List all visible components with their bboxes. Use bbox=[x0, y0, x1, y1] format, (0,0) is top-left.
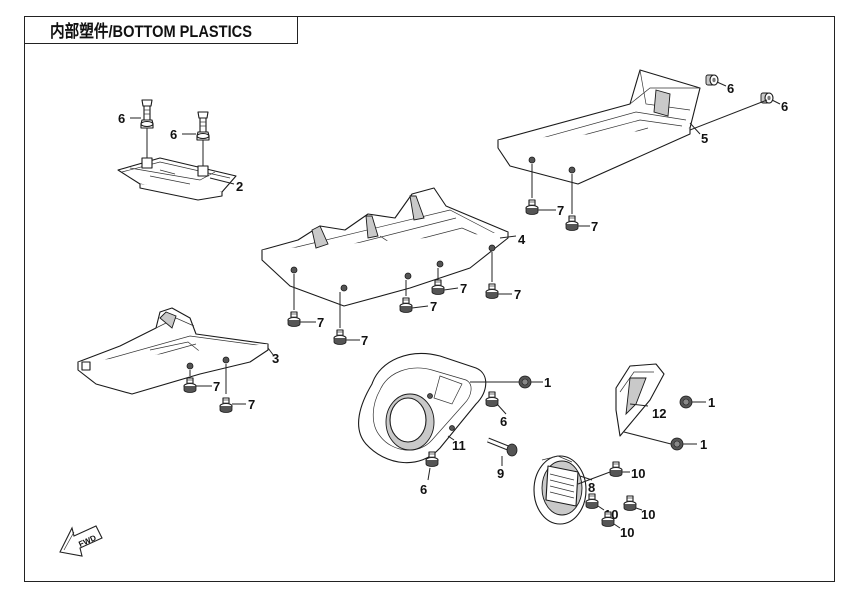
callout-9: 9 bbox=[497, 466, 504, 481]
callout-7-f: 7 bbox=[460, 281, 467, 296]
bolt-7-icon bbox=[183, 377, 197, 394]
bolt-10-icon bbox=[585, 493, 599, 510]
bolt-7-icon bbox=[399, 297, 413, 314]
callout-7-b: 7 bbox=[591, 219, 598, 234]
callout-7-c: 7 bbox=[317, 315, 324, 330]
forward-direction-arrow: FWD bbox=[59, 525, 103, 557]
callout-3: 3 bbox=[272, 351, 279, 366]
title-box: 内部塑件/BOTTOM PLASTICS bbox=[24, 16, 298, 44]
bolt-10-icon bbox=[609, 461, 623, 478]
bolt-7-icon bbox=[431, 279, 445, 296]
callout-10-d: 10 bbox=[620, 525, 634, 540]
callout-2: 2 bbox=[236, 179, 243, 194]
part-11-cvt-guard bbox=[358, 352, 487, 464]
callout-12: 12 bbox=[652, 406, 666, 421]
callout-7-g: 7 bbox=[514, 287, 521, 302]
callout-6-b: 6 bbox=[170, 127, 177, 142]
page-title: 内部塑件/BOTTOM PLASTICS bbox=[50, 22, 252, 41]
callout-5: 5 bbox=[701, 131, 708, 146]
callout-1-a: 1 bbox=[544, 375, 551, 390]
bolt-6-icon bbox=[140, 99, 154, 129]
callout-4: 4 bbox=[518, 232, 526, 247]
callout-6-a: 6 bbox=[118, 111, 125, 126]
part-12-side-cover bbox=[615, 363, 665, 437]
part-4-middle-skid-plate bbox=[261, 187, 509, 307]
bolt-9-icon bbox=[487, 437, 518, 457]
part-2-bracket-plate bbox=[117, 157, 237, 201]
bolt-6-icon bbox=[196, 111, 210, 141]
nut-1-icon bbox=[518, 375, 532, 389]
callout-11: 11 bbox=[452, 438, 466, 453]
part-3-front-skid-plate bbox=[77, 307, 269, 395]
drawing-frame bbox=[24, 16, 835, 582]
callout-6-c: 6 bbox=[727, 81, 734, 96]
callout-1-c: 1 bbox=[700, 437, 707, 452]
callout-1-b: 1 bbox=[708, 395, 715, 410]
bolt-6-icon bbox=[705, 74, 719, 86]
callout-10-a: 10 bbox=[631, 466, 645, 481]
nut-1-icon bbox=[679, 395, 693, 409]
callout-6-e: 6 bbox=[500, 414, 507, 429]
callout-8: 8 bbox=[588, 480, 595, 495]
callout-6-f: 6 bbox=[420, 482, 427, 497]
bolt-7-icon bbox=[287, 311, 301, 328]
callout-6-d: 6 bbox=[781, 99, 788, 114]
bolt-7-icon bbox=[565, 215, 579, 232]
part-5-rear-skid-plate bbox=[497, 69, 701, 185]
part-8-intake-cover bbox=[533, 455, 587, 525]
callout-7-d: 7 bbox=[361, 333, 368, 348]
callout-7-a: 7 bbox=[557, 203, 564, 218]
bolt-7-icon bbox=[219, 397, 233, 414]
bolt-7-icon bbox=[333, 329, 347, 346]
bolt-7-icon bbox=[485, 283, 499, 300]
bolt-10-icon bbox=[623, 495, 637, 512]
bolt-6-icon bbox=[485, 391, 499, 408]
callout-7-e: 7 bbox=[430, 299, 437, 314]
callout-10-c: 10 bbox=[641, 507, 655, 522]
callout-7-h: 7 bbox=[213, 379, 220, 394]
bolt-7-icon bbox=[525, 199, 539, 216]
nut-1-icon bbox=[670, 437, 684, 451]
callout-7-i: 7 bbox=[248, 397, 255, 412]
